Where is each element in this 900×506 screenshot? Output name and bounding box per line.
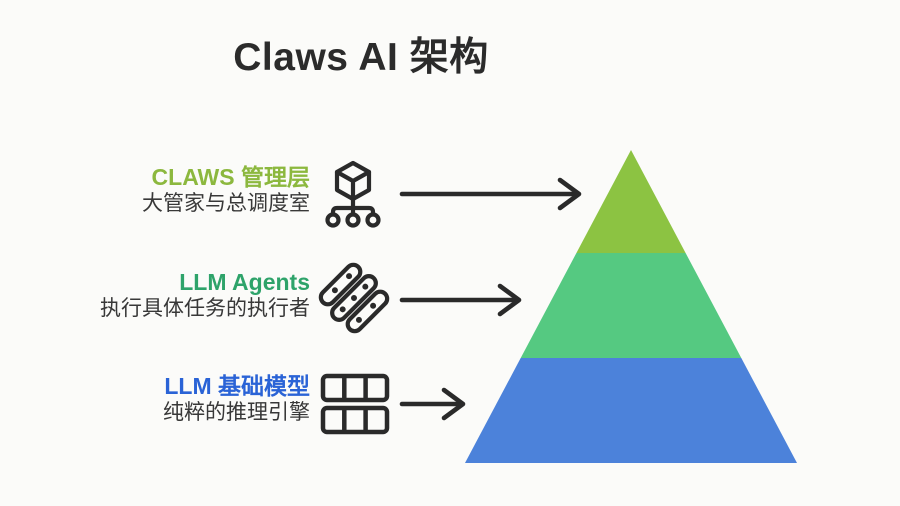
pyramid-layer-middle bbox=[520, 253, 742, 358]
layer-subtitle-foundation: 纯粹的推理引擎 bbox=[163, 401, 310, 425]
layer-grid-icon bbox=[320, 373, 390, 435]
arrow-agents-icon bbox=[399, 283, 522, 317]
layer-heading-agents: LLM Agents bbox=[179, 269, 310, 295]
cube-hierarchy-icon bbox=[325, 160, 381, 228]
layer-heading-foundation: LLM 基础模型 bbox=[164, 373, 310, 399]
layer-label-foundation: LLM 基础模型 纯粹的推理引擎 bbox=[40, 373, 310, 427]
agent-capsules-icon bbox=[318, 262, 390, 334]
layer-subtitle-management: 大管家与总调度室 bbox=[142, 192, 310, 216]
layer-label-management: CLAWS 管理层 大管家与总调度室 bbox=[40, 164, 310, 218]
layer-subtitle-agents: 执行具体任务的执行者 bbox=[100, 297, 310, 321]
pyramid-layer-top bbox=[576, 150, 686, 253]
layer-label-agents: LLM Agents 执行具体任务的执行者 bbox=[40, 269, 310, 323]
arrow-foundation-icon bbox=[399, 387, 466, 421]
arrow-management-icon bbox=[399, 177, 582, 211]
page-title: Claws AI 架构 bbox=[233, 36, 489, 79]
pyramid-layer-bottom bbox=[465, 358, 797, 463]
layer-heading-management: CLAWS 管理层 bbox=[151, 164, 310, 190]
